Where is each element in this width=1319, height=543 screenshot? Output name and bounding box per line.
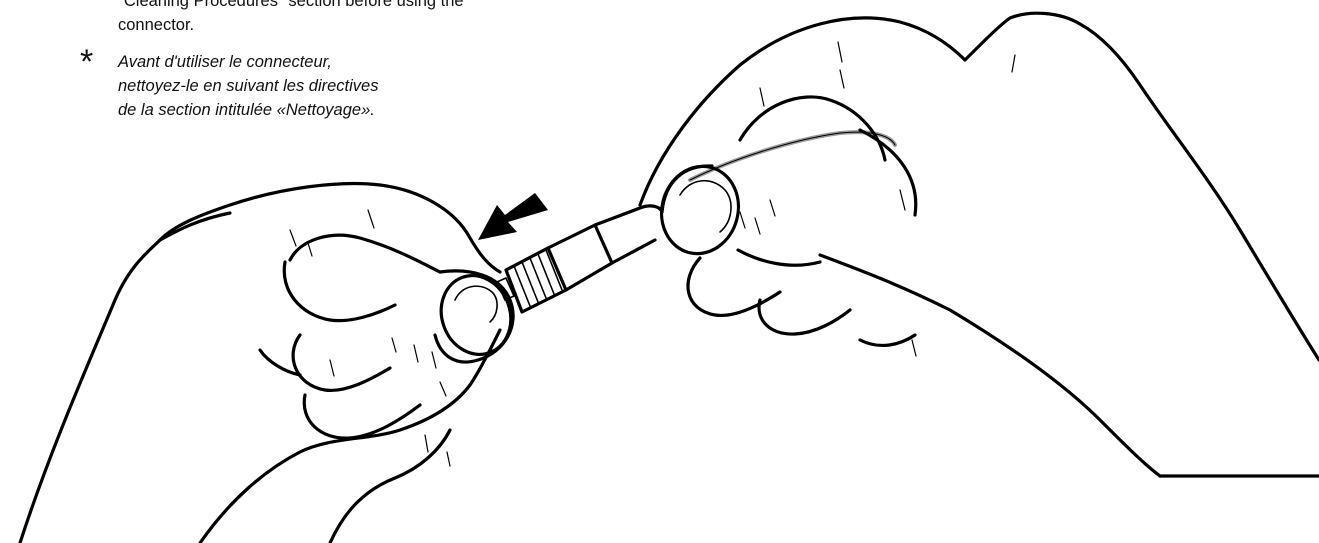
left-hand bbox=[20, 184, 522, 543]
right-hand bbox=[640, 13, 1319, 476]
direction-arrow-icon bbox=[478, 193, 548, 240]
fiber-connector bbox=[497, 206, 662, 312]
